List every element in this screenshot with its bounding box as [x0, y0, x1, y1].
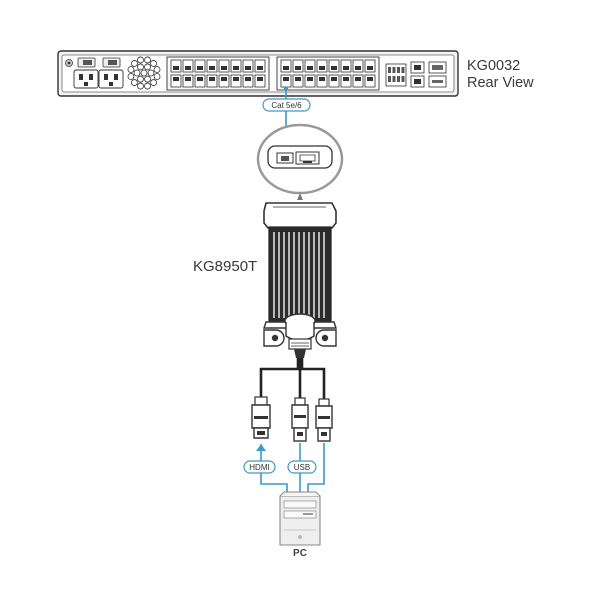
- kvm-port-latch: [233, 66, 239, 70]
- kvm-port-latch: [209, 77, 215, 81]
- fan-hole: [131, 79, 138, 86]
- kvm-port-latch: [185, 66, 191, 70]
- kvm-port-latch: [367, 66, 373, 70]
- kvm-port-latch: [257, 66, 263, 70]
- kvm-port-latch: [367, 77, 373, 81]
- kvm-port-latch: [355, 77, 361, 81]
- kvm-port-latch: [283, 77, 289, 81]
- kvm-port-latch: [221, 66, 227, 70]
- adapter-cable-bundle: [259, 358, 326, 399]
- pc-tower-icon: [279, 491, 321, 546]
- dip-switch-lever: [392, 76, 396, 82]
- usb-cable-label: USB: [294, 463, 310, 472]
- kvm-port-latch: [173, 66, 179, 70]
- dip-switch-lever: [401, 76, 405, 82]
- hdmi-cable-tag: HDMI: [243, 460, 276, 474]
- fan-hole: [144, 56, 151, 64]
- dip-switch-lever: [401, 67, 405, 73]
- dip-switch-lever: [392, 67, 396, 73]
- kvm-port-latch: [331, 77, 337, 81]
- kvm-port-latch: [209, 66, 215, 70]
- fan-hole: [153, 66, 161, 73]
- kvm-port-latch: [257, 77, 263, 81]
- kvm-port-block-1: [166, 56, 270, 91]
- kg8950t-adapter: [263, 202, 337, 358]
- kvm-port-latch: [245, 77, 251, 81]
- kvm-port-latch: [197, 77, 203, 81]
- network-cable-label: Cat 5e/6: [271, 101, 302, 110]
- kvm-port-latch: [319, 77, 325, 81]
- fan-hole: [137, 82, 144, 90]
- kvm-port-latch: [295, 66, 301, 70]
- kvm-port-latch: [307, 66, 313, 70]
- hdmi-connector: [251, 396, 271, 439]
- dip-switch-lever: [397, 67, 400, 73]
- fan-hole: [153, 73, 161, 80]
- kvm-port-latch: [221, 77, 227, 81]
- fan-hole: [140, 69, 148, 77]
- fan-hole: [137, 75, 144, 83]
- kvm-port-latch: [185, 77, 191, 81]
- hdmi-arrow: [256, 444, 266, 451]
- kvm-port-latch: [307, 77, 313, 81]
- power-switch-1: [77, 57, 96, 68]
- fan-hole: [150, 79, 157, 86]
- usb-connector-1: [291, 397, 309, 442]
- fan-hole: [144, 63, 151, 71]
- fan-hole: [144, 82, 151, 90]
- lan-port-pair: [410, 61, 425, 88]
- mounting-ears: [263, 329, 337, 347]
- fan-grill: [127, 56, 161, 90]
- dip-switch-lever: [397, 76, 400, 82]
- kvm-port-block-2: [276, 56, 380, 91]
- fan-hole: [133, 69, 141, 77]
- adapter-model-label: KG8950T: [193, 258, 258, 275]
- fan-hole: [150, 60, 157, 67]
- kvm-port-latch: [173, 77, 179, 81]
- kg0032-rear-panel: [57, 50, 459, 97]
- console-port-pair: [428, 61, 447, 88]
- kvm-port-latch: [283, 66, 289, 70]
- kvm-port-latch: [319, 66, 325, 70]
- fan-hole: [127, 66, 135, 73]
- switch-view-label: Rear View: [467, 75, 534, 91]
- ground-screw: [65, 59, 73, 67]
- fan-hole: [127, 73, 135, 80]
- kvm-port-latch: [197, 66, 203, 70]
- fan-hole: [131, 60, 138, 67]
- dip-switch-lever: [388, 76, 391, 82]
- kvm-port-latch: [343, 66, 349, 70]
- dip-switch-lever: [388, 67, 391, 73]
- pc-label: PC: [293, 548, 307, 559]
- fan-hole: [144, 75, 151, 83]
- zoom-detail-circle: [256, 123, 344, 200]
- usb-cable-tag: USB: [287, 460, 317, 474]
- fan-hole: [137, 63, 144, 71]
- power-socket-1: [73, 69, 99, 89]
- power-switch-2: [102, 57, 121, 68]
- kvm-port-latch: [245, 66, 251, 70]
- hdmi-cable-label: HDMI: [249, 463, 269, 472]
- dip-switch-block: [385, 63, 407, 87]
- adapter-cooling-fins: [273, 232, 325, 318]
- kvm-port-latch: [355, 66, 361, 70]
- switch-model-label: KG0032: [467, 58, 520, 74]
- fan-hole: [137, 56, 144, 64]
- network-cable-tag: Cat 5e/6: [262, 98, 311, 112]
- kvm-port-latch: [295, 77, 301, 81]
- kvm-port-latch: [331, 66, 337, 70]
- usb-connector-2: [315, 398, 333, 442]
- kvm-port-latch: [343, 77, 349, 81]
- kvm-port-latch: [233, 77, 239, 81]
- fan-hole: [147, 69, 155, 77]
- power-socket-2: [98, 69, 124, 89]
